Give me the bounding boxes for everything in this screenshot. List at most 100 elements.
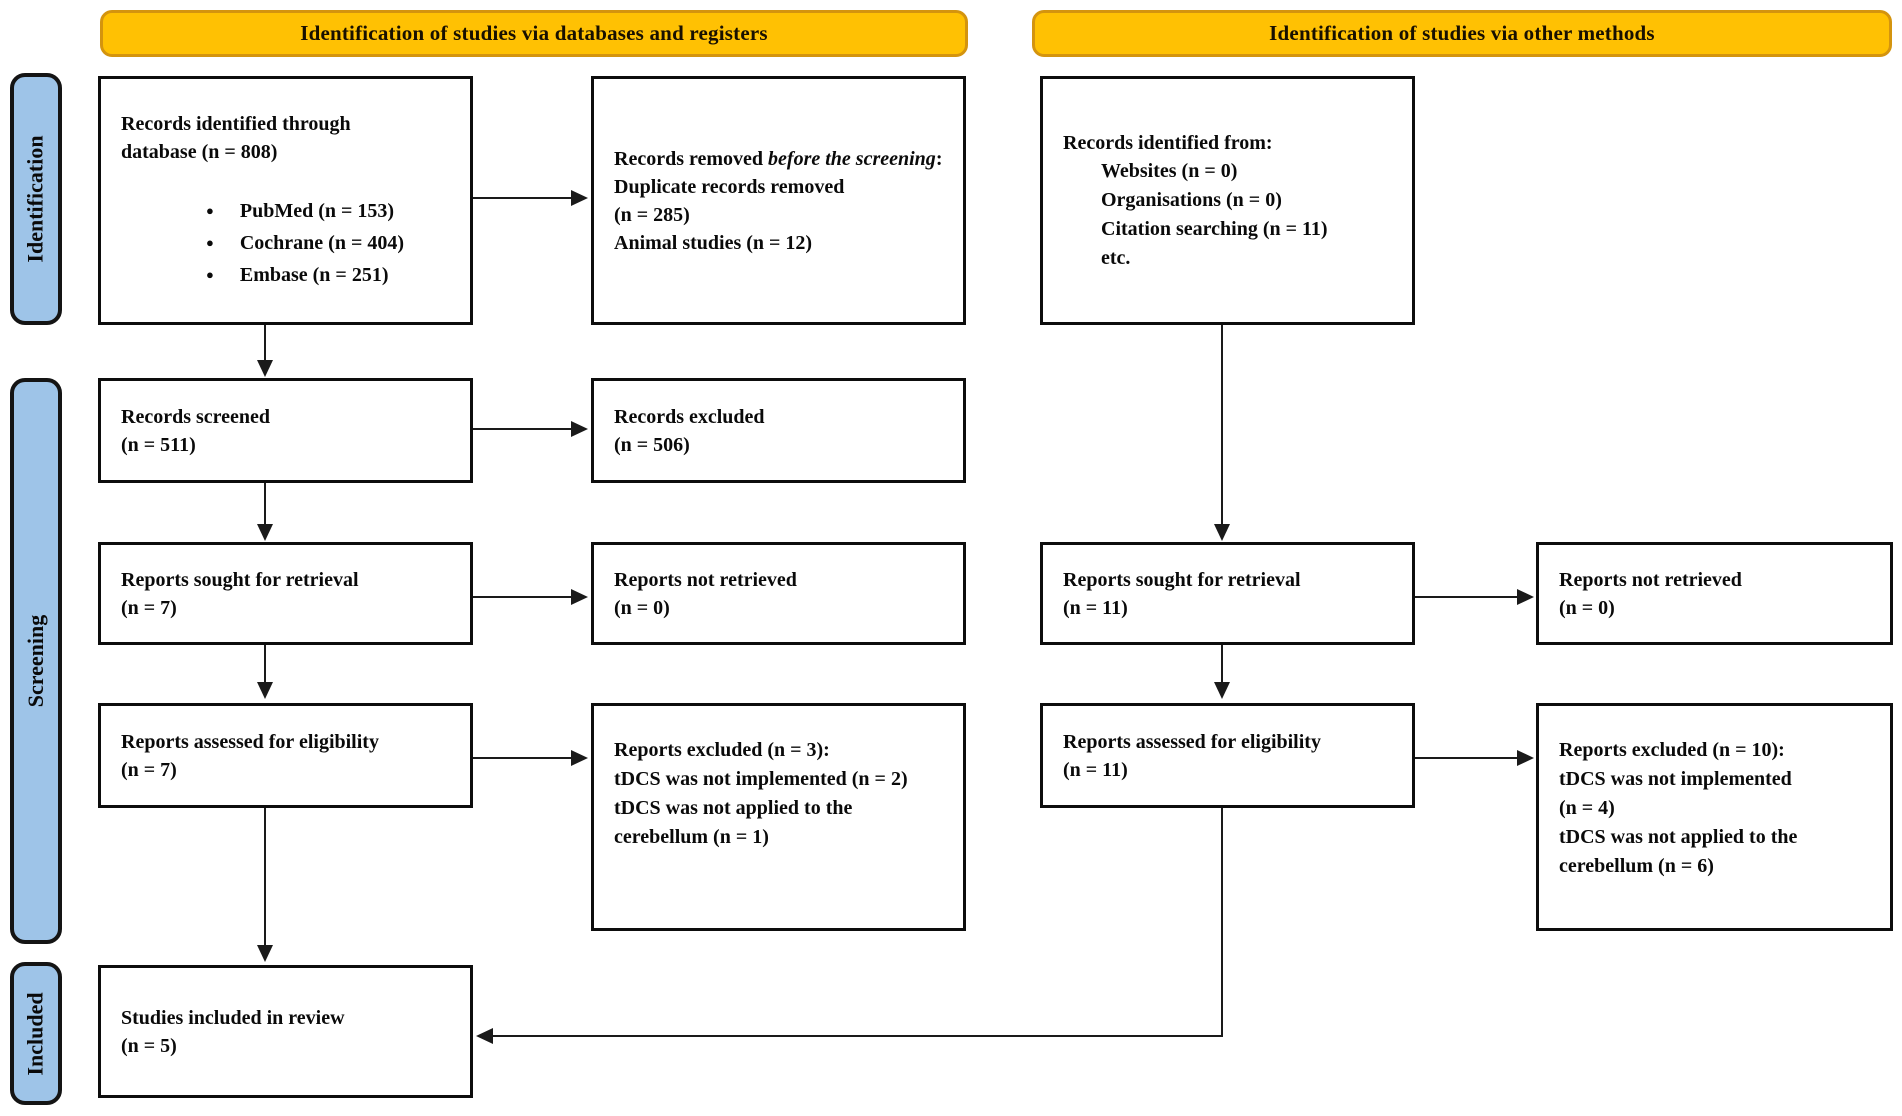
arrow-identified-to-removed-head xyxy=(571,190,588,206)
box-reports-excluded-other: Reports excluded (n = 10): tDCS was not i… xyxy=(1536,703,1893,931)
records-identified-other-heading: Records identified from: xyxy=(1063,131,1273,154)
text-line: Records excluded xyxy=(614,405,765,428)
arrow-screened-to-excluded-line xyxy=(473,428,572,430)
arrow-otherid-to-sought-head xyxy=(1214,524,1230,541)
text-line: cerebellum (n = 6) xyxy=(1559,855,1714,877)
box-reports-not-retrieved-db: Reports not retrieved (n = 0) xyxy=(591,542,966,645)
box-records-removed: Records removed before the screening: Du… xyxy=(591,76,966,325)
arrow-sought-to-notretrieved-db-head xyxy=(571,589,588,605)
records-identified-other-items: Websites (n = 0) Organisations (n = 0) Cit… xyxy=(1063,157,1404,273)
text-line: (n = 5) xyxy=(121,1034,177,1057)
text-line: Records screened xyxy=(121,405,271,428)
text-line: Reports sought for retrieval xyxy=(121,568,359,591)
arrow-sought-to-notretrieved-other-head xyxy=(1517,589,1534,605)
records-screened-lines: Records screened (n = 511) xyxy=(121,403,462,459)
arrow-sought-to-assessed-db-head xyxy=(257,682,273,699)
text-line: (n = 285) xyxy=(614,203,690,226)
text-line: database (n = 808) xyxy=(121,140,278,163)
records-removed-suffix: : xyxy=(935,147,943,170)
text-line: Reports assessed for eligibility xyxy=(1063,730,1321,753)
box-records-identified: Records identified through database (n = … xyxy=(98,76,473,325)
box-studies-included: Studies included in review (n = 5) xyxy=(98,965,473,1098)
text-line: Reports excluded (n = 3): xyxy=(614,739,830,761)
text-line: Reports not retrieved xyxy=(1559,568,1742,591)
studies-included-lines: Studies included in review (n = 5) xyxy=(121,1004,462,1060)
text-line: (n = 7) xyxy=(121,758,177,781)
arrow-assessedother-to-included-vline xyxy=(1221,808,1223,1037)
arrow-identified-to-removed-line xyxy=(473,197,572,199)
text-line: (n = 4) xyxy=(1559,797,1615,819)
reports-excluded-other-lines: Reports excluded (n = 10): tDCS was not i… xyxy=(1559,736,1882,881)
text-line: cerebellum (n = 1) xyxy=(614,826,769,848)
bullet-item: Embase (n = 251) xyxy=(206,260,462,292)
stage-included-label: Included xyxy=(23,991,48,1076)
text-line: tDCS was not implemented (n = 2) xyxy=(614,768,908,790)
box-reports-sought-other: Reports sought for retrieval(n = 11) xyxy=(1040,542,1415,645)
arrow-sought-to-notretrieved-other-line xyxy=(1415,596,1518,598)
reports-assessed-other-lines: Reports assessed for eligibility (n = 11) xyxy=(1063,728,1404,784)
arrow-assessed-to-excluded-db-line xyxy=(473,757,572,759)
text-line: tDCS was not applied to the xyxy=(1559,826,1798,848)
text-line: (n = 511) xyxy=(121,433,196,456)
text-line: Reports assessed for eligibility xyxy=(121,730,379,753)
banner-other-label: Identification of studies via other meth… xyxy=(1269,21,1655,45)
arrow-assessedother-to-included-hline xyxy=(493,1035,1223,1037)
text-line: Citation searching (n = 11) xyxy=(1101,217,1328,240)
arrow-sought-to-assessed-other-head xyxy=(1214,682,1230,699)
stage-screening-label: Screening xyxy=(23,614,49,708)
arrow-assessed-to-excluded-db-head xyxy=(571,750,588,766)
box-reports-excluded-db: Reports excluded (n = 3): tDCS was not im… xyxy=(591,703,966,931)
reports-assessed-db-lines: Reports assessed for eligibility (n = 7) xyxy=(121,728,462,784)
text-line: Reports not retrieved xyxy=(614,568,797,591)
records-removed-heading: Records removed before the screening: xyxy=(614,145,955,173)
box-reports-not-retrieved-other: Reports not retrieved(n = 0) xyxy=(1536,542,1893,645)
box-records-identified-other: Records identified from: Websites (n = 0… xyxy=(1040,76,1415,325)
text-line: (n = 11) xyxy=(1063,758,1128,781)
box-records-screened: Records screened (n = 511) xyxy=(98,378,473,483)
box-reports-assessed-db: Reports assessed for eligibility (n = 7) xyxy=(98,703,473,808)
banner-other-methods: Identification of studies via other meth… xyxy=(1032,10,1892,57)
arrow-identified-to-screened-head xyxy=(257,360,273,377)
stage-screening: Screening xyxy=(10,378,62,944)
stage-included: Included xyxy=(10,962,62,1105)
arrow-sought-to-assessed-other-line xyxy=(1221,645,1223,684)
arrow-identified-to-screened-line xyxy=(264,325,266,362)
reports-not-retrieved-other-lines: Reports not retrieved(n = 0) xyxy=(1559,566,1882,622)
records-removed-italic: before the screening xyxy=(768,147,936,170)
reports-not-retrieved-db-lines: Reports not retrieved (n = 0) xyxy=(614,566,955,622)
reports-sought-other-lines: Reports sought for retrieval(n = 11) xyxy=(1063,566,1404,622)
text-line: Reports sought for retrieval xyxy=(1063,568,1301,591)
bullet-item: Cochrane (n = 404) xyxy=(206,228,462,260)
records-identified-bullets: PubMed (n = 153)Cochrane (n = 404)Embase… xyxy=(121,196,462,292)
banner-databases-registers: Identification of studies via databases … xyxy=(100,10,968,57)
records-removed-lines: Duplicate records removed(n = 285)Animal… xyxy=(614,173,955,257)
stage-identification: Identification xyxy=(10,73,62,325)
text-line: Studies included in review xyxy=(121,1006,345,1029)
text-line: Organisations (n = 0) xyxy=(1101,188,1282,211)
arrow-assessedother-to-included-head xyxy=(476,1028,493,1044)
text-line: Reports excluded (n = 10): xyxy=(1559,739,1785,761)
arrow-screened-to-sought-line xyxy=(264,483,266,526)
records-excluded-lines: Records excluded(n = 506) xyxy=(614,403,955,459)
text-line: Records identified through xyxy=(121,112,351,135)
arrow-sought-to-assessed-db-line xyxy=(264,645,266,684)
text-line: etc. xyxy=(1101,246,1131,269)
text-line: tDCS was not applied to the xyxy=(614,797,853,819)
arrow-assessed-to-excluded-other-head xyxy=(1517,750,1534,766)
box-records-excluded: Records excluded(n = 506) xyxy=(591,378,966,483)
arrow-sought-to-notretrieved-db-line xyxy=(473,596,572,598)
text-line: tDCS was not implemented xyxy=(1559,768,1792,790)
reports-sought-db-lines: Reports sought for retrieval (n = 7) xyxy=(121,566,462,622)
arrow-assessed-to-included-head xyxy=(257,945,273,962)
arrow-assessed-to-included-line xyxy=(264,808,266,947)
text-line: Websites (n = 0) xyxy=(1101,159,1238,182)
text-line: (n = 0) xyxy=(614,596,670,619)
bullet-item: PubMed (n = 153) xyxy=(206,196,462,228)
text-line: (n = 7) xyxy=(121,596,177,619)
box-reports-assessed-other: Reports assessed for eligibility (n = 11) xyxy=(1040,703,1415,808)
arrow-otherid-to-sought-line xyxy=(1221,325,1223,526)
arrow-assessed-to-excluded-other-line xyxy=(1415,757,1518,759)
stage-identification-label: Identification xyxy=(23,135,48,263)
banner-databases-label: Identification of studies via databases … xyxy=(300,21,768,45)
